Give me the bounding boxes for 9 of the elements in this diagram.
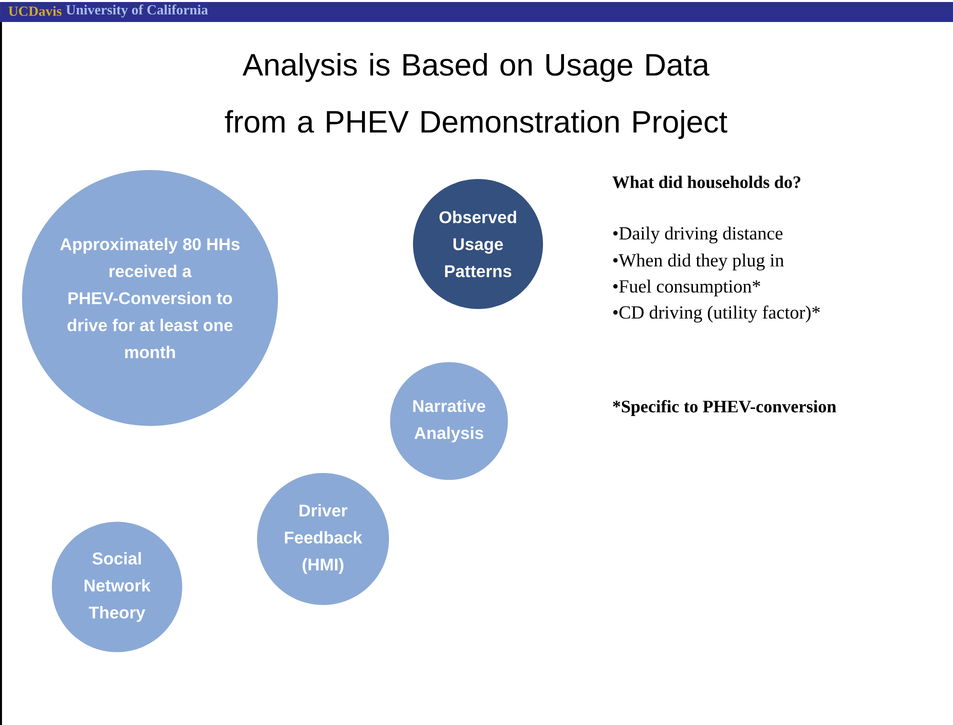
bullet-text: •When did they plug in bbox=[613, 254, 784, 270]
bullet-text: •CD driving (utility factor)* bbox=[613, 305, 820, 323]
header-text: University of California bbox=[66, 4, 208, 18]
header-text: UCDavis bbox=[8, 6, 62, 16]
bullet-text: •Daily driving distance bbox=[613, 226, 782, 244]
title: Analysis is Based on Usage Data from a PHEV Demonstration Project bbox=[224, 53, 728, 139]
heading: What did households do? bbox=[612, 176, 800, 188]
heading: *Specific to PHEV-conversion bbox=[612, 400, 836, 416]
bullet-text: •Fuel consumption* bbox=[613, 280, 760, 296]
